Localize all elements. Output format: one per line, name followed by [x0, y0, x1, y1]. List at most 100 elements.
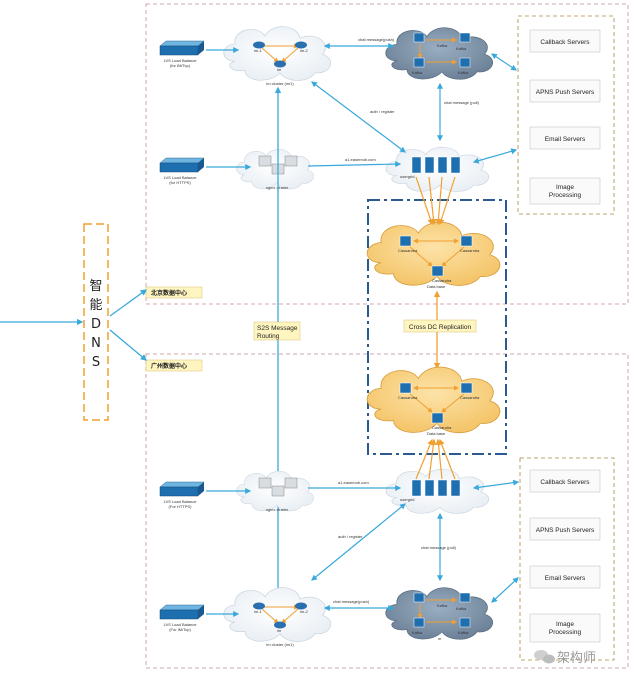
- bottom-connections: [206, 479, 520, 617]
- lvs-im-bottom: LVS Load Balance (For IM/Tcp): [159, 604, 205, 632]
- svg-text:LVS Load Balance: LVS Load Balance: [164, 499, 198, 504]
- dns-arrows: [0, 289, 148, 361]
- svg-text:im cluster (im1): im cluster (im1): [266, 81, 294, 86]
- chat-poll-label-bottom: chat message (poll): [421, 545, 457, 550]
- auth-label-bottom: auth / register: [338, 534, 363, 539]
- server-callback-bottom: Callback Servers: [529, 469, 601, 493]
- server-apns-bottom: APNS Push Servers: [529, 517, 601, 541]
- svg-text:Kafka: Kafka: [412, 70, 423, 75]
- svg-text:架构师: 架构师: [557, 651, 596, 666]
- kafka-cluster-top: Kafka Kafka Kafka Kafka: [385, 27, 494, 80]
- server-email-bottom: Email Servers: [529, 565, 601, 589]
- svg-text:Cassandra: Cassandra: [398, 395, 418, 400]
- svg-text:im-1: im-1: [254, 48, 263, 53]
- svg-text:Email Servers: Email Servers: [545, 136, 586, 143]
- server-apns-top: APNS Push Servers: [529, 79, 601, 103]
- nginx-cluster-bottom: nginx cluster: [236, 470, 314, 512]
- lvs-https-bottom: LVS Load Balance (For HTTPS): [159, 481, 205, 509]
- smart-dns-box: [83, 223, 109, 421]
- dns-char-3: D: [91, 317, 101, 332]
- svg-text:广州数据中心: 广州数据中心: [151, 362, 187, 370]
- dns-char-1: 智: [89, 279, 102, 294]
- im-cluster-top: im-1 im-2 im im cluster (im1): [223, 26, 332, 86]
- api-to-cassandra-bottom: [415, 438, 456, 480]
- server-email-top: Email Servers: [529, 126, 601, 150]
- svg-text:usergrid: usergrid: [400, 174, 414, 179]
- svg-text:Kafka: Kafka: [458, 70, 469, 75]
- svg-text:Kafka: Kafka: [437, 43, 448, 48]
- kafka-cluster-bottom: Kafka Kafka Kafka Kafka m: [385, 587, 494, 641]
- api-cluster-bottom: usergrid: [385, 468, 490, 515]
- chat-push-label-bottom: chat message(push): [333, 599, 370, 604]
- chat-poll-label-top: chat message (poll): [444, 100, 480, 105]
- dns-char-5: S: [92, 355, 100, 370]
- dns-char-4: N: [91, 336, 101, 351]
- svg-text:nginx cluster: nginx cluster: [266, 507, 289, 512]
- lvs-https-top: LVS Load Balance (for HTTPS): [159, 157, 205, 185]
- svg-text:(for HTTPS): (for HTTPS): [169, 180, 191, 185]
- svg-text:Cassandra: Cassandra: [460, 248, 480, 253]
- guangzhou-datacenter-border: [145, 353, 629, 669]
- api-link-label-top: a1.easemob.com: [345, 157, 376, 162]
- svg-text:Cassandra: Cassandra: [460, 395, 480, 400]
- svg-text:im: im: [277, 628, 282, 633]
- svg-text:Kafka: Kafka: [456, 46, 467, 51]
- svg-text:(For IM/Tcp): (For IM/Tcp): [169, 627, 191, 632]
- svg-text:(For HTTPS): (For HTTPS): [169, 504, 193, 509]
- im-cluster-bottom: im-1 im-2 im im cluster (im1): [223, 587, 332, 647]
- svg-text:APNS Push Servers: APNS Push Servers: [536, 89, 595, 96]
- svg-text:LVS Load Balance: LVS Load Balance: [164, 58, 198, 63]
- cross-dc-label: Cross DC Replication: [403, 319, 477, 333]
- chat-push-label-top: chat message(push): [358, 37, 395, 42]
- svg-text:北京数据中心: 北京数据中心: [151, 289, 187, 297]
- svg-text:Cassandra: Cassandra: [432, 425, 452, 430]
- top-connections: [206, 43, 518, 170]
- svg-text:Callback Servers: Callback Servers: [540, 39, 590, 46]
- svg-text:Cassandra: Cassandra: [432, 278, 452, 283]
- svg-text:im cluster (im1): im cluster (im1): [266, 642, 294, 647]
- svg-text:im-1: im-1: [254, 609, 263, 614]
- svg-text:Kafka: Kafka: [456, 606, 467, 611]
- svg-text:im: im: [277, 67, 282, 72]
- svg-text:Cassandra: Cassandra: [398, 248, 418, 253]
- api-cluster-top: usergrid: [385, 146, 490, 193]
- guangzhou-datacenter-label: 广州数据中心: [145, 359, 203, 372]
- api-link-label-bottom: a1.easemob.com: [338, 480, 369, 485]
- wechat-watermark: 架构师: [534, 650, 596, 666]
- svg-text:usergrid: usergrid: [400, 497, 414, 502]
- svg-text:Kafka: Kafka: [458, 630, 469, 635]
- svg-text:Kafka: Kafka: [437, 603, 448, 608]
- auth-label-top: auth / register: [370, 109, 395, 114]
- svg-text:LVS Load Balance: LVS Load Balance: [164, 175, 198, 180]
- dns-char-2: 能: [89, 298, 102, 313]
- svg-text:im-2: im-2: [300, 609, 309, 614]
- cross-dc-region: [367, 199, 507, 455]
- svg-text:nginx cluster: nginx cluster: [266, 185, 289, 190]
- svg-text:Kafka: Kafka: [412, 630, 423, 635]
- svg-text:m: m: [438, 636, 442, 641]
- svg-text:LVS Load Balance: LVS Load Balance: [164, 622, 198, 627]
- svg-text:Cross DC Replication: Cross DC Replication: [409, 324, 472, 331]
- svg-text:APNS Push Servers: APNS Push Servers: [536, 527, 595, 534]
- beijing-datacenter-border: [145, 3, 629, 305]
- svg-text:im-2: im-2: [300, 48, 309, 53]
- svg-text:Callback Servers: Callback Servers: [540, 479, 590, 486]
- cassandra-cluster-bottom: Cassandra Cassandra Cassandra Data base: [366, 366, 501, 436]
- svg-text:Email Servers: Email Servers: [545, 575, 586, 582]
- lvs-im-top: LVS Load Balance (for IM/Tcp): [159, 40, 205, 68]
- svg-text:Data base: Data base: [427, 431, 446, 436]
- servers-box-bottom: [519, 457, 615, 661]
- router-icon: [253, 41, 307, 68]
- server-callback-top: Callback Servers: [529, 29, 601, 53]
- nginx-cluster-top: nginx cluster: [236, 148, 314, 190]
- api-to-cassandra-top: [415, 176, 456, 226]
- svg-text:Data base: Data base: [427, 284, 446, 289]
- beijing-datacenter-label: 北京数据中心: [145, 286, 203, 299]
